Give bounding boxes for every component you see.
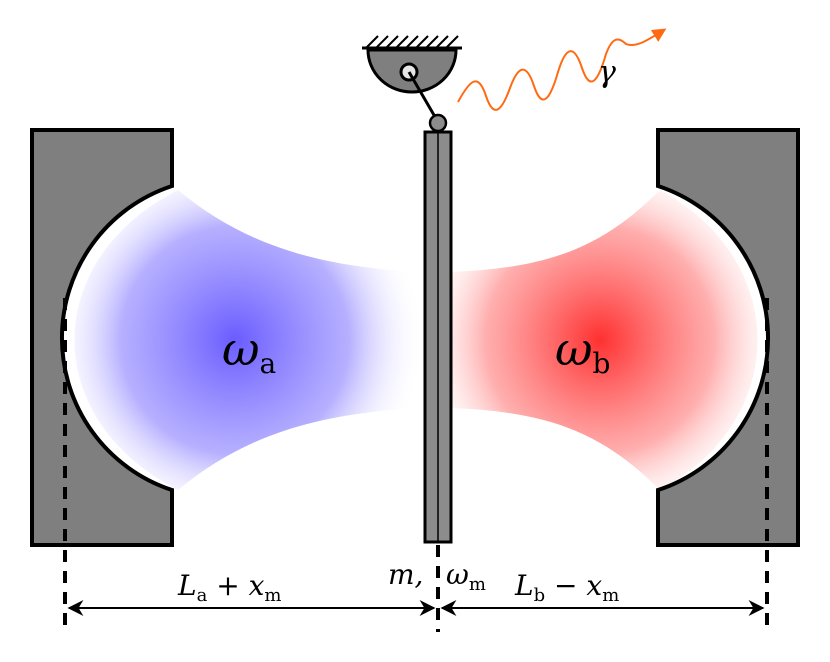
- length-a-label: La + xm: [177, 569, 281, 606]
- photon-wave: [457, 28, 667, 111]
- pendulum-support: [362, 35, 462, 133]
- omega-a-label: ωa: [222, 322, 276, 380]
- omega-b-label: ωb: [555, 322, 610, 380]
- photon-label: γ: [598, 55, 616, 90]
- length-b-label: Lb − xm: [514, 569, 619, 606]
- left-mirror: [30, 128, 174, 547]
- omega-m-label: ωm: [446, 558, 486, 595]
- reference-lines: [63, 298, 769, 632]
- mass-label: m,: [388, 558, 423, 591]
- cavity-b-mode: [452, 190, 758, 490]
- cavity-a-mode: [74, 190, 425, 490]
